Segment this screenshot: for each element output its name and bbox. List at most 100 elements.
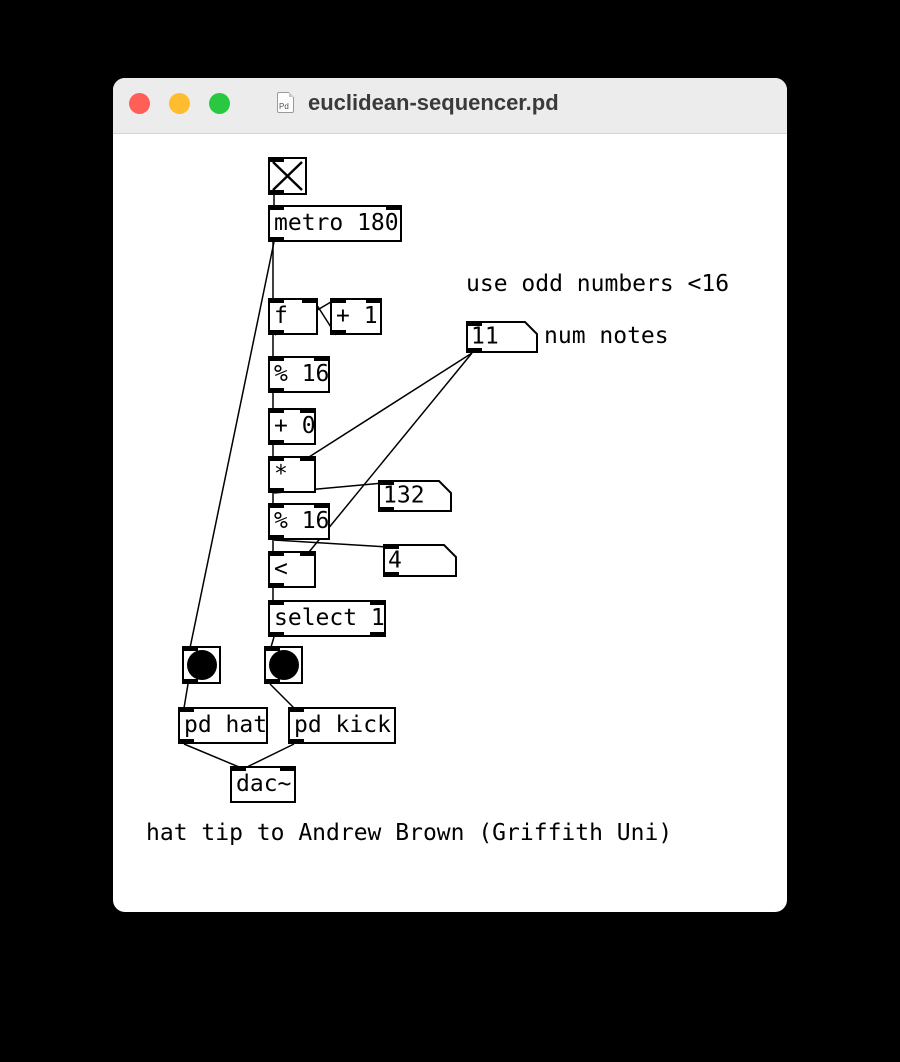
object-label: metro 180 (274, 210, 399, 236)
inlet[interactable] (268, 205, 284, 210)
inlet[interactable] (268, 456, 284, 461)
inlet[interactable] (178, 707, 194, 712)
toggle-x-icon (272, 161, 303, 191)
object-label: + 0 (274, 413, 316, 439)
outlet[interactable] (330, 330, 346, 335)
object-box-plus-one[interactable]: + 1 (330, 298, 382, 335)
patch-cord[interactable] (308, 352, 473, 458)
zoom-button[interactable] (209, 93, 230, 114)
object-box-plus-zero[interactable]: + 0 (268, 408, 316, 445)
outlet[interactable] (268, 535, 284, 540)
bang-kick[interactable] (264, 646, 303, 684)
inlet[interactable] (182, 646, 198, 651)
inlet[interactable] (466, 321, 482, 326)
subpatch-box-hat[interactable]: pd hat (178, 707, 268, 744)
object-label: pd hat (184, 712, 268, 738)
comment-credit: hat tip to Andrew Brown (Griffith Uni) (146, 820, 673, 846)
close-button[interactable] (129, 93, 150, 114)
object-label: < (274, 556, 288, 582)
object-label: f (274, 303, 288, 329)
bang-hat[interactable] (182, 646, 221, 684)
inlet[interactable] (378, 480, 394, 485)
number-value: 132 (383, 482, 425, 509)
number-box-product[interactable]: 132 (378, 480, 452, 512)
object-label: + 1 (336, 303, 378, 329)
comment-hint: use odd numbers <16 (466, 271, 730, 297)
patch-cord[interactable] (246, 743, 295, 768)
object-box-metro[interactable]: metro 180 (268, 205, 402, 242)
number-box-frame (383, 544, 457, 577)
outlet[interactable] (383, 572, 399, 577)
inlet[interactable] (230, 766, 246, 771)
inlet[interactable] (280, 766, 296, 771)
object-label: pd kick (294, 712, 391, 738)
inlet[interactable] (268, 408, 284, 413)
inlet[interactable] (288, 707, 304, 712)
number-value: 11 (471, 323, 499, 350)
outlet[interactable] (378, 507, 394, 512)
pd-file-icon-label: Pd (279, 102, 289, 111)
patch-cord[interactable] (183, 683, 189, 709)
object-box-select[interactable]: select 1 (268, 600, 386, 637)
inlet[interactable] (370, 600, 386, 605)
outlet[interactable] (268, 632, 284, 637)
outlet[interactable] (288, 739, 304, 744)
outlet[interactable] (264, 679, 280, 684)
patch-cord[interactable] (273, 539, 389, 548)
inlet[interactable] (366, 298, 382, 303)
object-label: select 1 (274, 605, 385, 631)
number-value: 4 (388, 547, 402, 573)
outlet[interactable] (268, 583, 284, 588)
patch-cord[interactable] (183, 743, 240, 768)
object-box-mod16-a[interactable]: % 16 (268, 356, 330, 393)
object-label: dac~ (236, 771, 292, 797)
inlet[interactable] (300, 551, 316, 556)
inlet[interactable] (268, 600, 284, 605)
patch-cord[interactable] (269, 683, 295, 709)
object-box-dac[interactable]: dac~ (230, 766, 296, 803)
patch-cord[interactable] (189, 241, 275, 649)
inlet[interactable] (268, 298, 284, 303)
patch-cord[interactable] (308, 352, 473, 553)
inlet[interactable] (386, 205, 402, 210)
patch-cord[interactable] (270, 636, 275, 648)
inlet[interactable] (300, 408, 316, 413)
outlet[interactable] (268, 237, 284, 242)
object-label: * (274, 461, 288, 487)
outlet[interactable] (178, 739, 194, 744)
inlet[interactable] (268, 503, 284, 508)
object-box-mod16-b[interactable]: % 16 (268, 503, 330, 540)
inlet[interactable] (268, 551, 284, 556)
outlet[interactable] (268, 488, 284, 493)
inlet[interactable] (264, 646, 280, 651)
inlet[interactable] (268, 356, 284, 361)
page-fold-icon (289, 92, 294, 97)
bang-circle-icon (268, 650, 299, 680)
outlet[interactable] (182, 679, 198, 684)
inlet[interactable] (314, 356, 330, 361)
inlet[interactable] (300, 456, 316, 461)
object-label: % 16 (274, 508, 330, 534)
inlet[interactable] (268, 157, 284, 162)
object-box-float[interactable]: f (268, 298, 318, 335)
object-box-less-than[interactable]: < (268, 551, 316, 588)
inlet[interactable] (330, 298, 346, 303)
outlet[interactable] (268, 190, 284, 195)
object-box-multiply[interactable]: * (268, 456, 316, 493)
outlet[interactable] (268, 440, 284, 445)
outlet[interactable] (268, 330, 284, 335)
outlet[interactable] (268, 388, 284, 393)
toggle-box[interactable] (268, 157, 307, 195)
inlet[interactable] (302, 298, 318, 303)
number-box-remainder[interactable]: 4 (383, 544, 457, 577)
inlet[interactable] (383, 544, 399, 549)
number-box-frame (378, 480, 452, 512)
inlet[interactable] (314, 503, 330, 508)
minimize-button[interactable] (169, 93, 190, 114)
subpatch-box-kick[interactable]: pd kick (288, 707, 396, 744)
number-box-num-notes[interactable]: 11 (466, 321, 538, 353)
outlet[interactable] (370, 632, 386, 637)
outlet[interactable] (466, 348, 482, 353)
number-box-frame (466, 321, 538, 353)
